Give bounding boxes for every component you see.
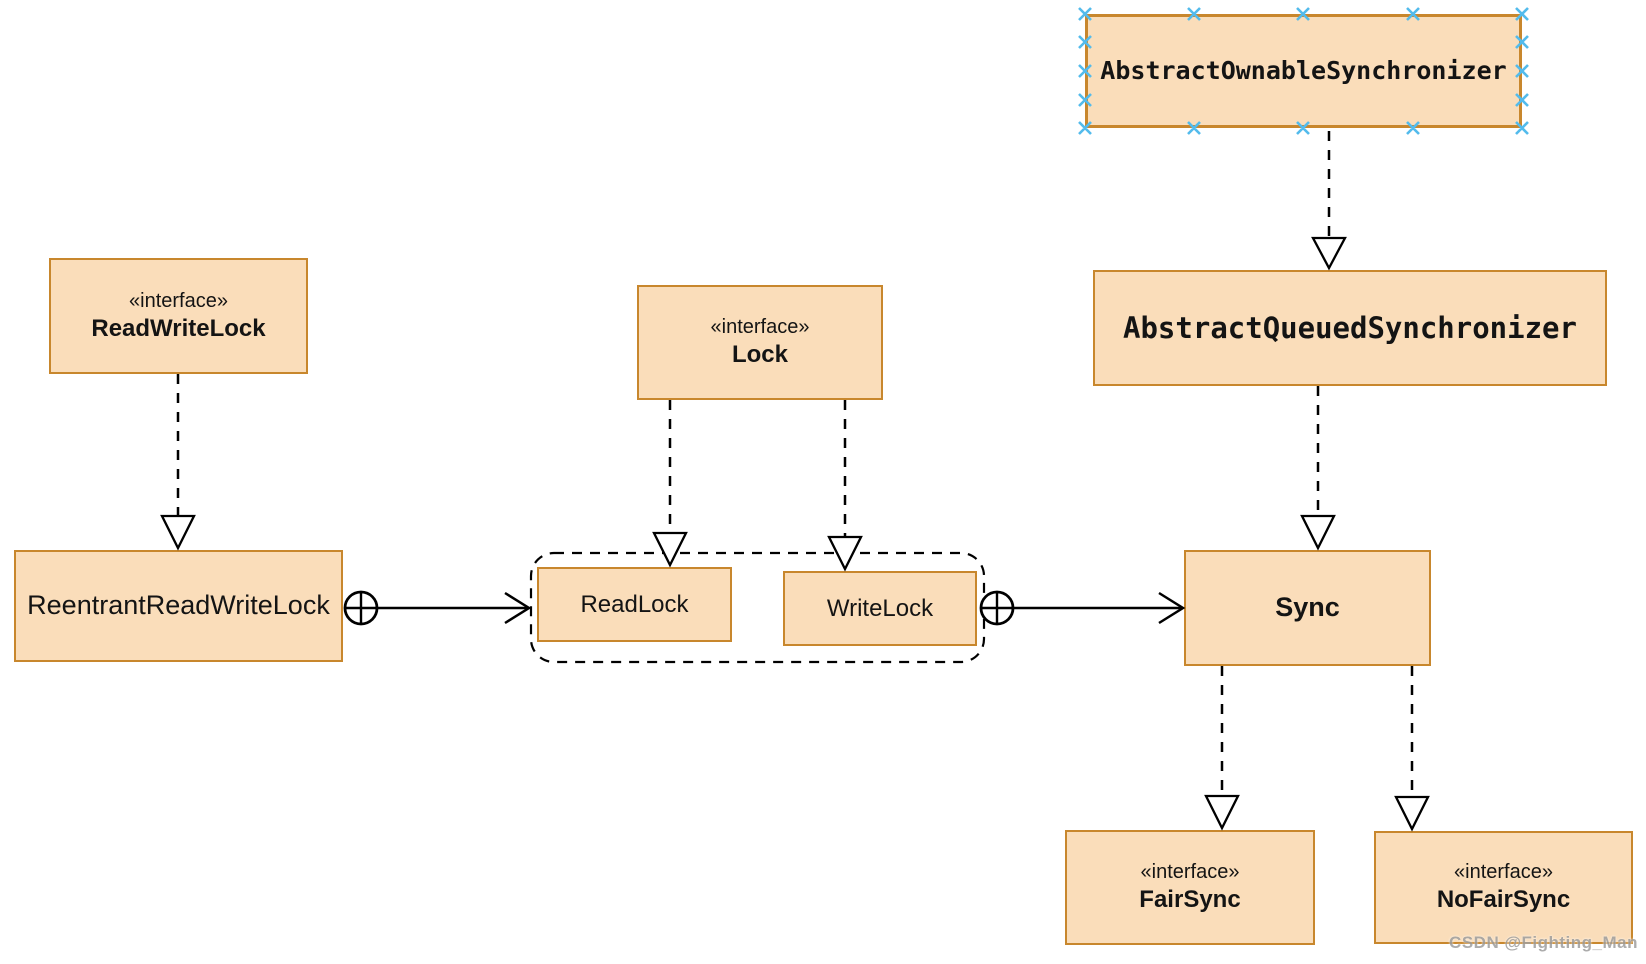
class-box-read-lock[interactable]: ReadLock	[537, 567, 732, 642]
open-arrowhead-icon	[1158, 591, 1186, 625]
edge-lock-to-writelock	[827, 400, 863, 572]
class-name: ReadLock	[580, 590, 689, 618]
edge-sync-to-nofairsync	[1394, 666, 1430, 832]
edge-lock-to-readlock	[652, 400, 688, 568]
stereotype-label: «interface»	[710, 316, 810, 338]
edge-readwritelock-to-reentrant	[160, 374, 196, 551]
containment-circle-plus-icon	[979, 590, 1015, 626]
class-box-reentrant-read-write-lock[interactable]: ReentrantReadWriteLock	[14, 550, 343, 662]
csdn-watermark: CSDN @Fighting_Man	[1449, 933, 1638, 952]
edge-aqs-to-sync	[1300, 386, 1336, 551]
class-name: Lock	[731, 341, 788, 368]
edge-aos-to-aqs	[1311, 131, 1347, 271]
class-name: ReentrantReadWriteLock	[27, 590, 330, 621]
interface-box-no-fair-sync[interactable]: «interface» NoFairSync	[1374, 831, 1633, 944]
stereotype-label: «interface»	[129, 289, 228, 312]
class-name: ReadWriteLock	[91, 314, 266, 342]
interface-box-lock[interactable]: «interface» Lock	[637, 285, 883, 400]
class-box-sync[interactable]: Sync	[1184, 550, 1431, 666]
class-name: NoFairSync	[1436, 886, 1571, 913]
class-box-write-lock[interactable]: WriteLock	[783, 571, 977, 646]
edge-lockgroup-to-sync	[979, 590, 1186, 626]
class-name: AbstractOwnableSynchronizer	[1100, 56, 1507, 86]
class-box-abstract-queued-synchronizer[interactable]: AbstractQueuedSynchronizer	[1093, 270, 1607, 386]
interface-box-read-write-lock[interactable]: «interface» ReadWriteLock	[49, 258, 308, 374]
class-name: Sync	[1275, 592, 1340, 623]
stereotype-label: «interface»	[1454, 861, 1553, 883]
stereotype-label: «interface»	[1140, 861, 1240, 883]
open-arrowhead-icon	[504, 591, 532, 625]
edge-reentrant-to-lockgroup	[343, 590, 532, 626]
interface-box-fair-sync[interactable]: «interface» FairSync	[1065, 830, 1315, 945]
class-name: WriteLock	[826, 594, 934, 622]
class-name: FairSync	[1139, 886, 1241, 913]
class-name: AbstractQueuedSynchronizer	[1123, 310, 1577, 345]
edge-sync-to-fairsync	[1204, 666, 1240, 831]
class-box-abstract-ownable-synchronizer[interactable]: AbstractOwnableSynchronizer	[1085, 14, 1522, 128]
containment-circle-plus-icon	[343, 590, 379, 626]
